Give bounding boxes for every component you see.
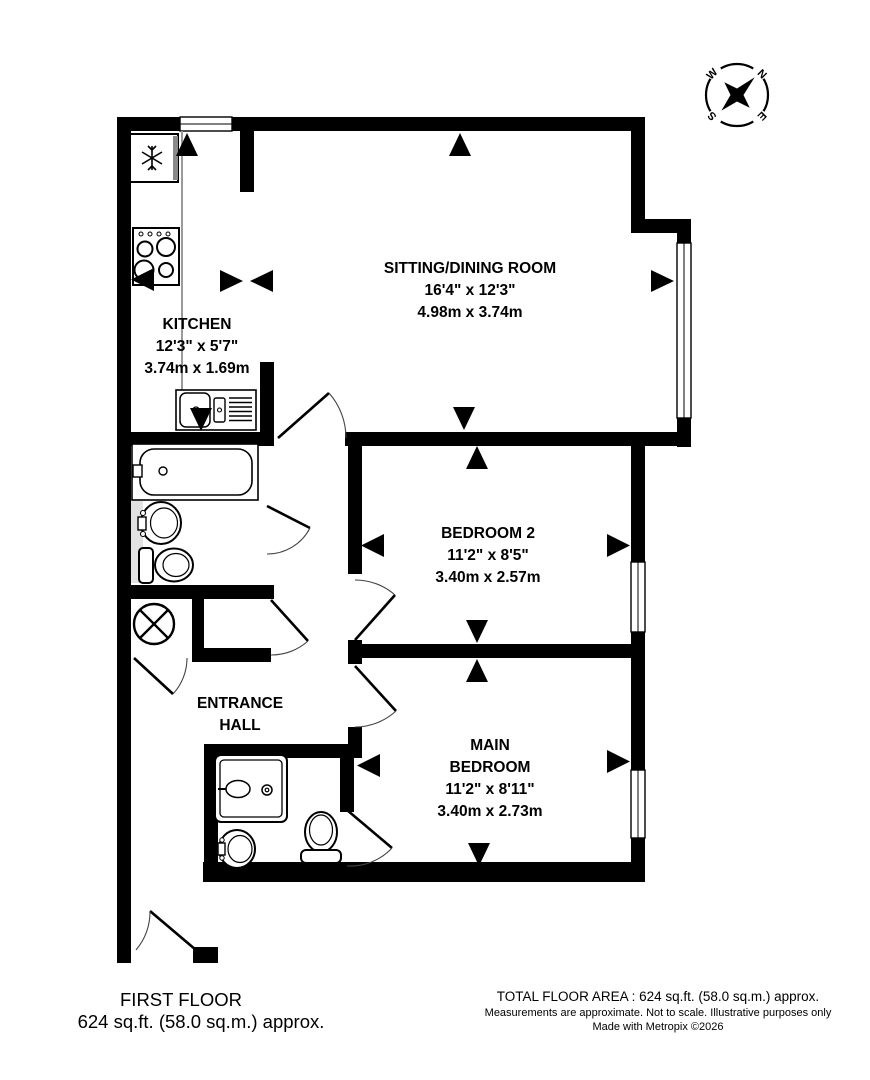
disclaimer: Measurements are approximate. Not to sca… (485, 1007, 832, 1019)
bedroom2-label: BEDROOM 2 (441, 525, 535, 542)
measurement-arrow-down-icon (190, 408, 212, 431)
basin-icon (137, 501, 182, 545)
measurement-arrow-left-icon (357, 754, 380, 777)
bathroom-door (266, 504, 311, 555)
kitchen-window (179, 116, 233, 132)
compass-star-icon (721, 77, 755, 111)
main-bedroom-dim-metric: 3.40m x 2.73m (437, 803, 542, 820)
shower-icon (214, 754, 288, 823)
walls (117, 117, 691, 963)
measurement-arrow-left-icon (250, 270, 273, 292)
footer: FIRST FLOOR 624 sq.ft. (58.0 sq.m.) appr… (78, 989, 832, 1033)
entrance-door (135, 910, 197, 951)
credit: Made with Metropix ©2026 (592, 1021, 723, 1033)
measurement-arrow-right-icon (651, 270, 674, 292)
basin-icon (217, 829, 256, 869)
bedroom2-window (630, 561, 646, 633)
main-bedroom-door (354, 665, 397, 728)
shower-room-door (346, 809, 393, 867)
kitchen-fixtures (129, 131, 257, 431)
toilet-icon (138, 547, 194, 584)
entrance-hall-label-line2: HALL (219, 717, 260, 734)
main-bedroom-label-line1: MAIN (470, 737, 510, 754)
measurement-arrow-right-icon (220, 270, 243, 292)
fridge-icon (129, 133, 179, 183)
measurement-arrow-up-icon (466, 446, 488, 469)
floor-area: 624 sq.ft. (58.0 sq.m.) approx. (78, 1011, 325, 1032)
kitchen-label: KITCHEN (163, 316, 232, 333)
windows (179, 116, 692, 839)
measurement-arrow-down-icon (466, 620, 488, 643)
kitchen-dim-imperial: 12'3" x 5'7" (156, 338, 238, 355)
bedroom2-dim-metric: 3.40m x 2.57m (435, 569, 540, 586)
hob-icon (132, 227, 180, 286)
hall-door (270, 599, 309, 656)
cupboard-door (133, 657, 188, 695)
floor-title: FIRST FLOOR (120, 989, 242, 1010)
compass-rose-icon: N E S W (704, 62, 770, 128)
measurement-arrows (131, 133, 674, 866)
measurement-arrow-down-icon (468, 843, 490, 866)
water-tank-icon (132, 602, 176, 646)
bathroom-fixtures (131, 443, 259, 646)
entrance-hall-label-line1: ENTRANCE (197, 695, 283, 712)
measurement-arrow-right-icon (607, 534, 630, 557)
measurement-arrow-right-icon (607, 750, 630, 773)
sitting-room-door (277, 392, 347, 439)
measurement-arrow-up-icon (176, 133, 198, 156)
bedroom2-dim-imperial: 11'2" x 8'5" (447, 547, 529, 564)
bath-icon (131, 443, 259, 501)
bedroom2-door (354, 579, 396, 641)
measurement-arrow-left-icon (131, 268, 154, 291)
shower-room-fixtures (214, 754, 342, 869)
main-bedroom-label-line2: BEDROOM (450, 759, 531, 776)
kitchen-dim-metric: 3.74m x 1.69m (144, 360, 249, 377)
doors (133, 392, 397, 951)
main-bedroom-dim-imperial: 11'2" x 8'11" (445, 781, 534, 798)
main-bedroom-window (630, 769, 646, 839)
snowflake-fridge-icon (141, 145, 163, 171)
sitting-room-window (676, 242, 692, 419)
measurement-arrow-up-icon (449, 133, 471, 156)
sitting-dining-dim-imperial: 16'4" x 12'3" (424, 282, 515, 299)
measurement-arrow-left-icon (361, 534, 384, 557)
toilet-icon (300, 811, 342, 864)
measurement-arrow-up-icon (466, 659, 488, 682)
total-floor-area: TOTAL FLOOR AREA : 624 sq.ft. (58.0 sq.m… (497, 989, 819, 1004)
sitting-dining-label: SITTING/DINING ROOM (384, 260, 556, 277)
measurement-arrow-down-icon (453, 407, 475, 430)
sitting-dining-dim-metric: 4.98m x 3.74m (417, 304, 522, 321)
sink-icon (175, 389, 257, 431)
room-labels: KITCHEN 12'3" x 5'7" 3.74m x 1.69m SITTI… (144, 260, 556, 820)
